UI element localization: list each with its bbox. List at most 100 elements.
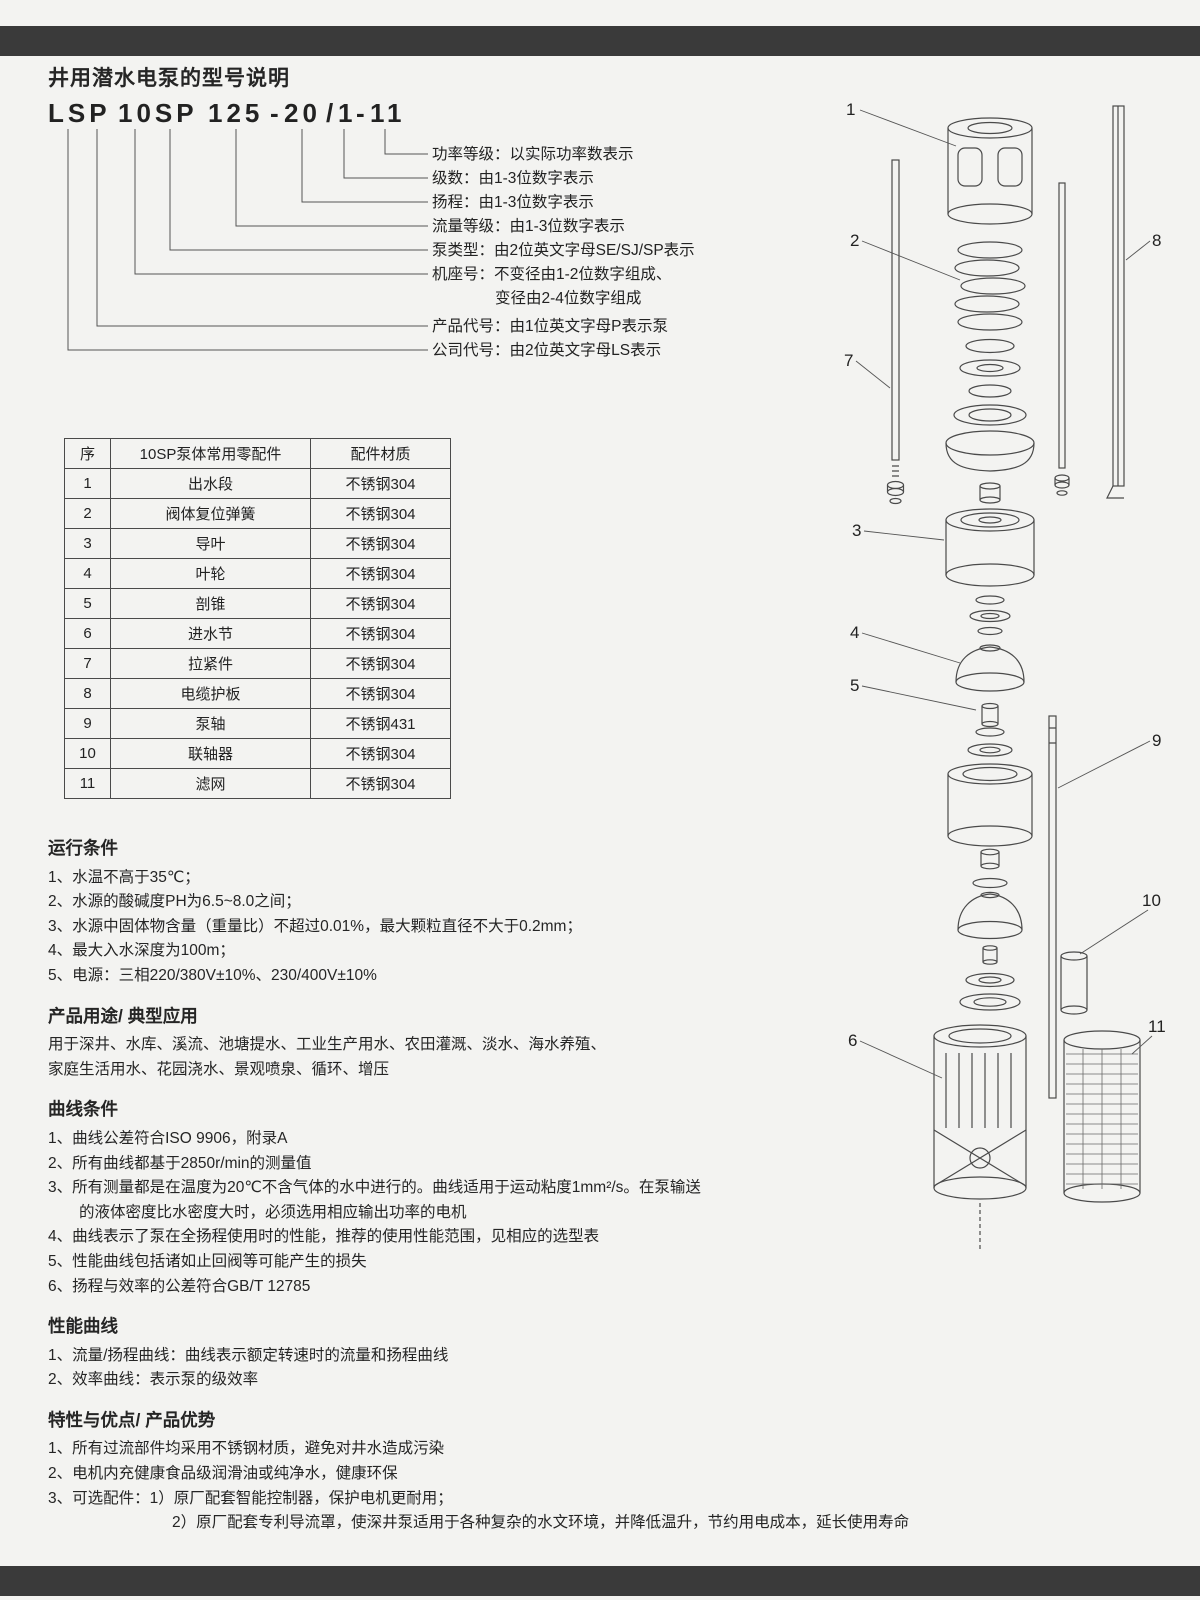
cell-part: 导叶 [110,528,311,559]
section-curve-conditions: 曲线条件 1、曲线公差符合ISO 9906，附录A 2、所有曲线都基于2850r… [48,1097,1180,1299]
callout-8: 8 [1152,231,1161,250]
cell-material: 不锈钢304 [310,468,451,499]
code-seg-stages: 1 [338,98,356,128]
model-code-breakdown: LSP 10SP 125 - 20 / 1 - 11 功率等级：以实际功率数表示… [48,98,695,359]
section-features: 特性与优点/ 产品优势 1、所有过流部件均采用不锈钢材质，避免对井水造成污染 2… [48,1408,1180,1536]
text-line: 1、曲线公差符合ISO 9906，附录A [48,1129,288,1147]
code-seg-dash1: - [270,98,283,128]
code-seg-flow: 125 [208,98,263,128]
code-seg-power: 11 [370,98,406,128]
part-lower-discs [959,972,1021,1011]
cell-index: 9 [64,708,111,739]
callout-leader-lines [855,109,1153,1079]
cell-material: 不锈钢304 [310,678,451,709]
bottom-bar [0,1566,1200,1596]
pump-exploded-diagram: 1 2 7 3 4 5 6 8 9 10 11 [844,100,1166,1250]
col-header-part: 10SP泵体常用零配件 [110,438,311,469]
section-heading: 性能曲线 [48,1316,118,1337]
text-line: 1、水温不高于35℃； [48,868,200,886]
part-inlet-section [933,1024,1027,1200]
col-header-index: 序 [64,438,111,469]
cell-part: 电缆护板 [110,678,311,709]
cell-index: 4 [64,558,111,589]
cell-material: 不锈钢304 [310,558,451,589]
text-line: 3、水源中固体物含量（重量比）不超过0.01%，最大颗粒直径不大于0.2mm； [48,917,582,935]
text-line: 2、电机内充健康食品级润滑油或纯净水，健康环保 [48,1465,398,1483]
callout-9: 9 [1152,731,1161,750]
part-impeller-2 [957,891,1023,940]
section-heading: 产品用途/ 典型应用 [48,1005,198,1026]
label-stages: 级数：由1-3位数字表示 [432,169,594,187]
callout-1: 1 [846,100,855,119]
label-flow: 流量等级：由1-3位数字表示 [432,217,625,235]
cell-material: 不锈钢304 [310,498,451,529]
section-heading: 运行条件 [48,838,118,858]
label-company-code: 公司代号：由2位英文字母LS表示 [432,341,661,359]
text-line: 2、水源的酸碱度PH为6.5~8.0之间； [48,893,301,911]
text-line: 3、所有测量都是在温度为20℃不含气体的水中进行的。曲线适用于运动粘度1mm²/… [48,1179,701,1197]
part-valve-discs [945,338,1035,472]
part-seal-disc [967,743,1013,757]
cell-part: 阀体复位弹簧 [110,498,311,529]
cell-index: 8 [64,678,111,709]
text-line: 3、可选配件：1）原厂配套智能控制器，保护电机更耐用； [48,1489,453,1507]
text-line-continuation: 的液体密度比水密度大时，必须选用相应输出功率的电机 [79,1203,467,1221]
part-shaft-block [980,848,1000,870]
part-valve-spring [954,241,1026,331]
callout-4: 4 [850,623,859,642]
cell-part: 出水段 [110,468,311,499]
callout-numbers: 1 2 7 3 4 5 6 8 9 10 11 [844,100,1166,1050]
part-outlet-section [947,117,1033,225]
part-tie-rod [886,159,905,505]
code-seg-frame: 10SP [118,98,198,128]
part-shaft-coupling [1060,951,1088,1015]
code-seg-dash2: - [356,98,369,128]
text-line: 4、曲线表示了泵在全扬程使用时的性能，推荐的使用性能范围，见相应的选型表 [48,1228,600,1246]
cell-material: 不锈钢304 [310,618,451,649]
part-strainer [1063,1030,1141,1203]
callout-2: 2 [850,231,859,250]
text-line-continuation: 2）原厂配套专利导流罩，使深井泵适用于各种复杂的水文环境，并降低温升，节约用电成… [172,1514,910,1532]
label-frame-1: 机座号：不变径由1-2位数字组成、 [432,265,671,283]
text-line: 5、性能曲线包括诸如止回阀等可能产生的损失 [48,1252,367,1270]
cell-material: 不锈钢304 [310,768,451,799]
section-applications: 产品用途/ 典型应用 用于深井、水库、溪流、池塘提水、工业生产用水、农田灌溉、淡… [48,1004,1180,1083]
label-power: 功率等级：以实际功率数表示 [432,145,634,163]
text-sections: 运行条件 1、水温不高于35℃； 2、水源的酸碱度PH为6.5~8.0之间； 3… [48,836,1180,1536]
cell-index: 6 [64,618,111,649]
section-operating-conditions: 运行条件 1、水温不高于35℃； 2、水源的酸碱度PH为6.5~8.0之间； 3… [48,836,1180,989]
part-cone [975,702,1005,737]
section-performance-curves: 性能曲线 1、流量/扬程曲线：曲线表示额定转速时的流量和扬程曲线 2、效率曲线：… [48,1314,1180,1393]
cell-index: 5 [64,588,111,619]
cell-part: 联轴器 [110,738,311,769]
callout-3: 3 [852,521,861,540]
part-washer [972,877,1008,889]
cell-index: 7 [64,648,111,679]
col-header-material: 配件材质 [310,438,451,469]
label-head: 扬程：由1-3位数字表示 [432,193,594,211]
part-tie-rod-2 [1054,182,1070,496]
cell-index: 11 [64,768,111,799]
cell-index: 1 [64,468,111,499]
cell-part: 叶轮 [110,558,311,589]
cell-material: 不锈钢431 [310,708,451,739]
label-product-code: 产品代号：由1位英文字母P表示泵 [432,317,668,335]
text-line: 家庭生活用水、花园浇水、景观喷泉、循环、增压 [48,1060,390,1078]
cell-part: 滤网 [110,768,311,799]
part-spacer-discs [969,595,1011,636]
cell-index: 3 [64,528,111,559]
section-heading: 曲线条件 [48,1099,118,1120]
cell-material: 不锈钢304 [310,588,451,619]
cell-part: 进水节 [110,618,311,649]
label-pump-type: 泵类型：由2位英文字母SE/SJ/SP表示 [432,241,695,259]
text-line: 1、流量/扬程曲线：曲线表示额定转速时的流量和扬程曲线 [48,1346,449,1364]
code-seg-slash: / [326,98,337,128]
